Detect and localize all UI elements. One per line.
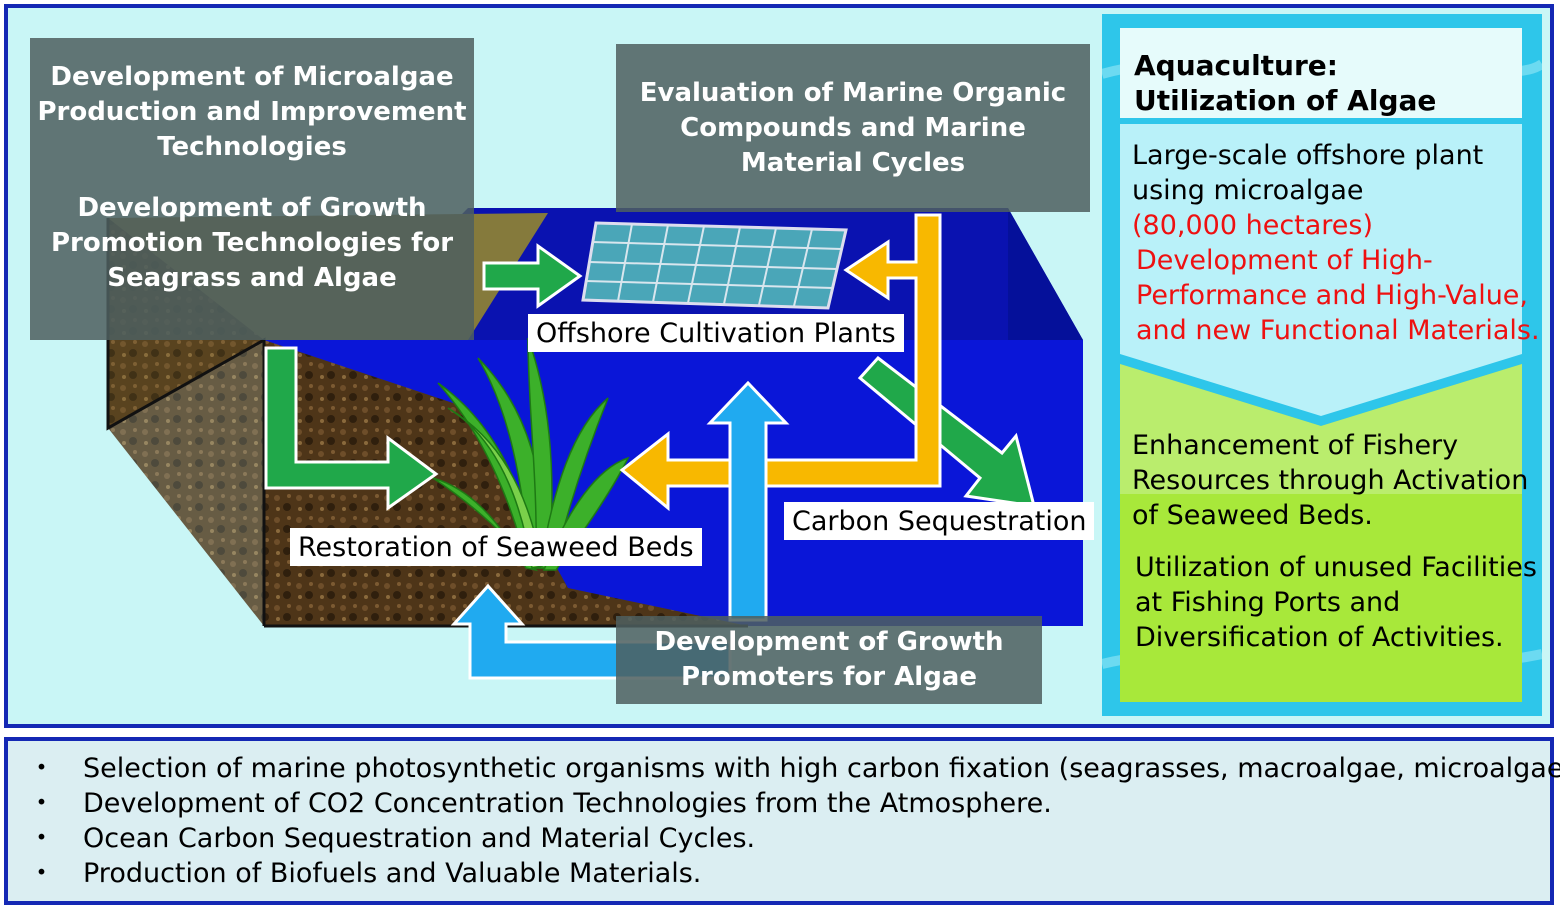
microalgae-chevron <box>1120 124 1522 416</box>
growth-promoters-box: Development of Growth Promoters for Alga… <box>616 616 1042 704</box>
list-item: ・Ocean Carbon Sequestration and Material… <box>28 823 756 854</box>
research-topics-frame: ・Selection of marine photosynthetic orga… <box>4 737 1560 905</box>
fishing-ports-text: Utilization of unused Facilities at Fish… <box>1135 552 1537 653</box>
seagrass-promotion-title: Development of Growth <box>77 193 427 223</box>
green-arrow-to-seaweed <box>264 346 439 511</box>
offshore-cultivation-plant-icon <box>581 221 848 310</box>
fishery-enhancement-text: Enhancement of Fishery Resources through… <box>1132 430 1529 531</box>
green-arrow-to-sequestration <box>857 355 1037 508</box>
microalgae-development-box: Development of Microalgae Production and… <box>30 38 474 340</box>
research-topics-list: ・Selection of marine photosynthetic orga… <box>8 741 1560 891</box>
offshore-plants-label: Offshore Cultivation Plants <box>528 314 904 352</box>
list-item: ・Selection of marine photosynthetic orga… <box>28 753 1560 784</box>
restoration-label: Restoration of Seaweed Beds <box>290 528 702 566</box>
aquaculture-side-panel: Aquaculture: Utilization of Algae Large-… <box>1102 14 1542 716</box>
green-arrow-to-plants <box>482 243 583 309</box>
side-panel-header: Aquaculture: Utilization of Algae <box>1120 28 1522 118</box>
green-arrows <box>264 243 1037 511</box>
marine-organic-evaluation-box: Evaluation of Marine Organic Compounds a… <box>616 44 1090 212</box>
offshore-plant-description: Large-scale offshore plant using microal… <box>1132 140 1540 346</box>
plant-area-text: (80,000 hectares) <box>1132 210 1374 241</box>
materials-development-text: Development of High- <box>1136 245 1433 276</box>
list-item: ・Development of CO2 Concentration Techno… <box>28 788 1052 819</box>
blue-arrow-up <box>706 380 790 622</box>
main-diagram-frame: Development of Microalgae Production and… <box>4 4 1554 728</box>
list-item: ・Production of Biofuels and Valuable Mat… <box>28 858 702 889</box>
carbon-sequestration-label: Carbon Sequestration <box>784 502 1095 540</box>
